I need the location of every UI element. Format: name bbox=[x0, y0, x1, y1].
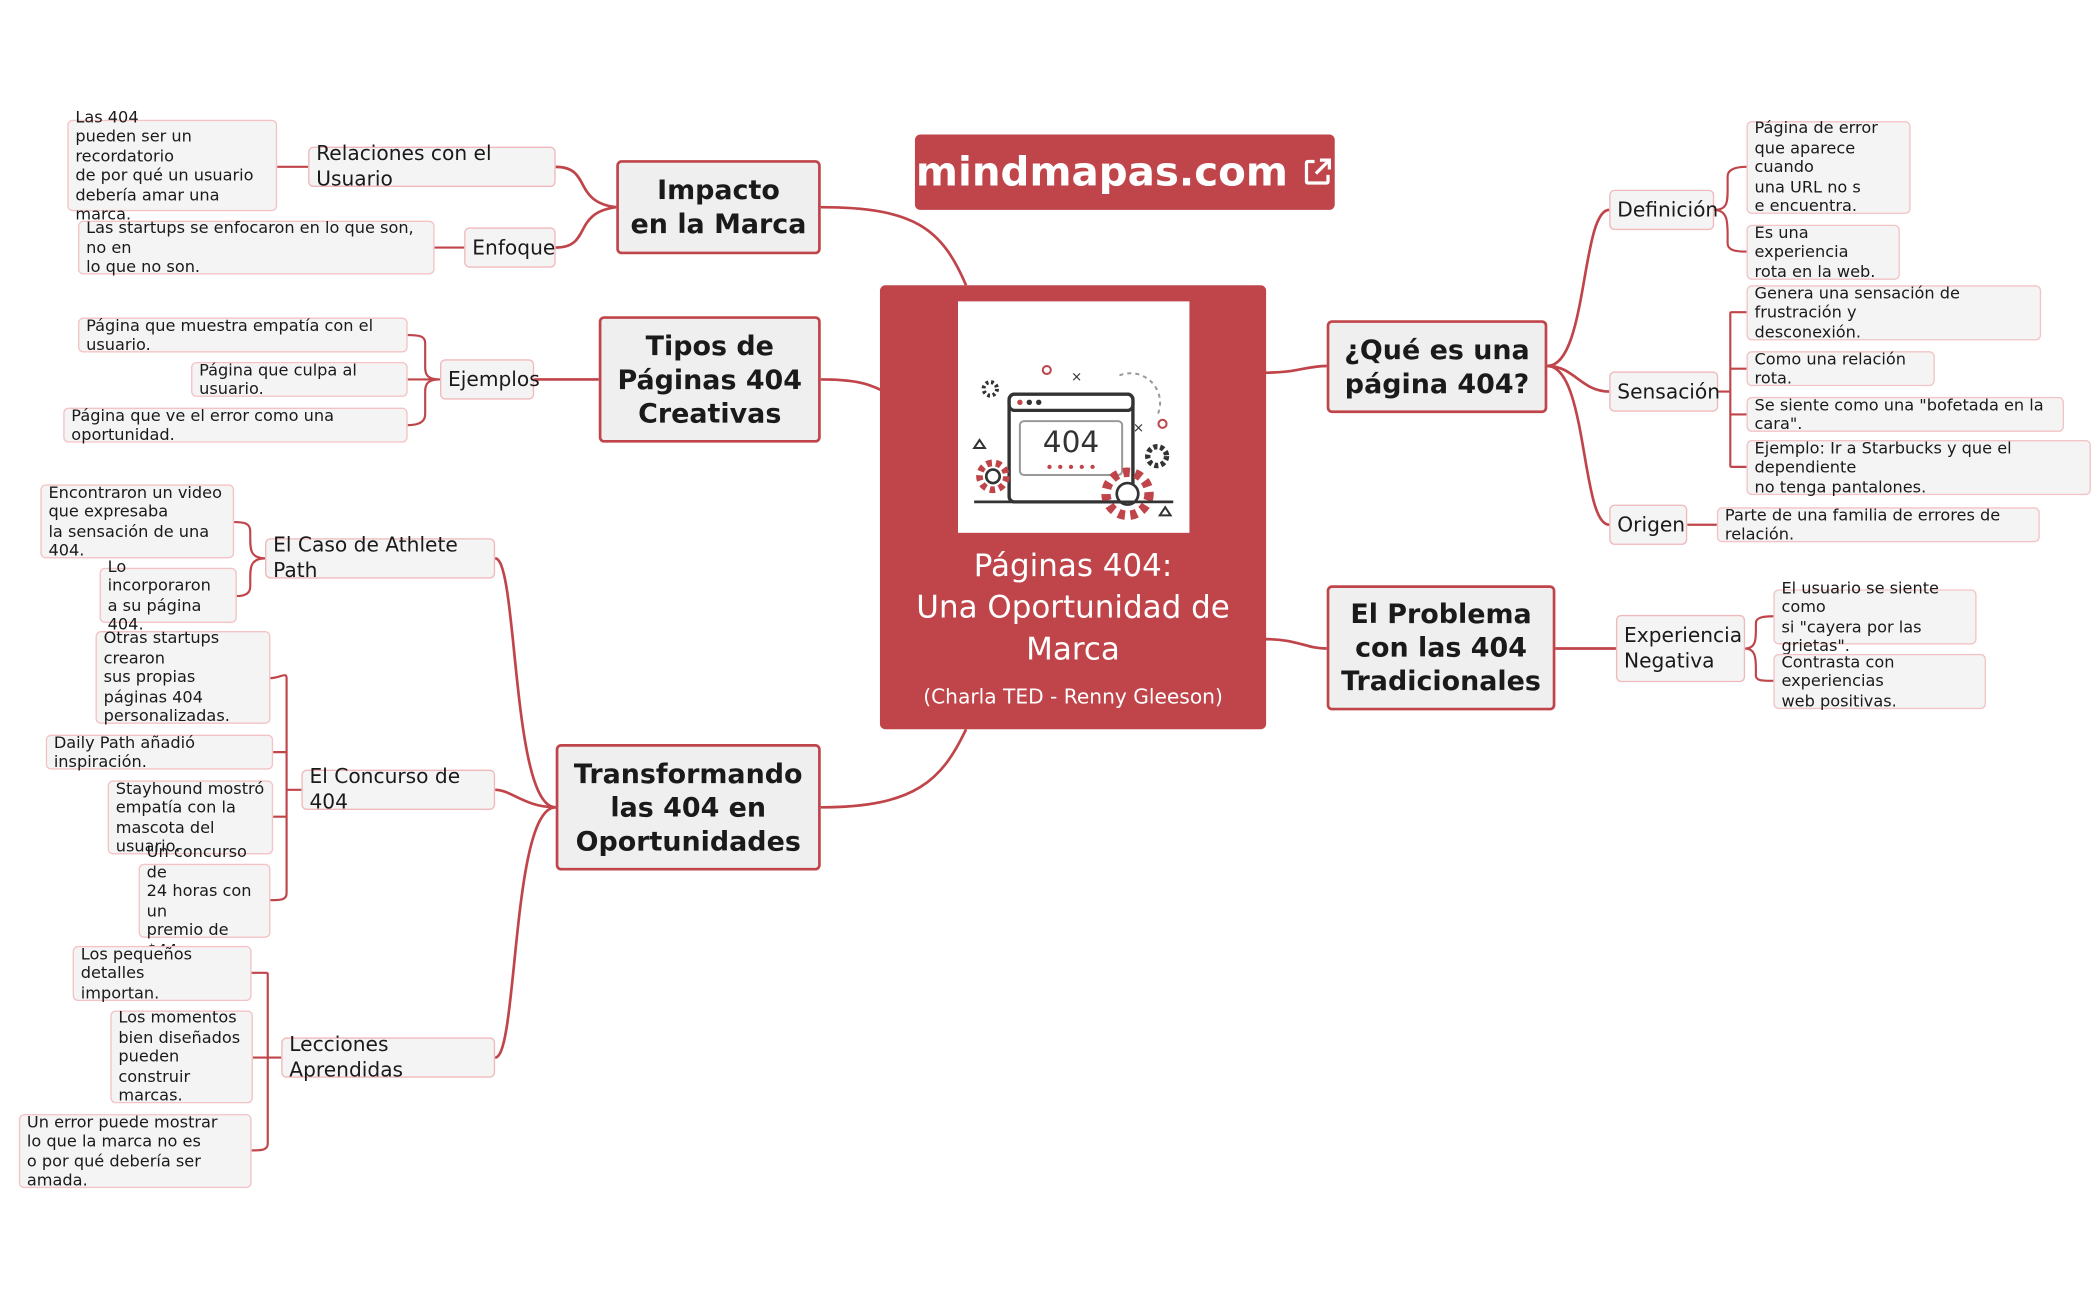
topic-tipos[interactable]: Tipos de Páginas 404 Creativas bbox=[598, 316, 821, 443]
link-concurso-leaves bbox=[270, 674, 302, 902]
topic-que-es[interactable]: ¿Qué es una página 404? bbox=[1326, 320, 1548, 414]
leaf-enfoque[interactable]: Las startups se enfocaron en lo que son,… bbox=[78, 218, 435, 276]
link-definicion-leaves bbox=[1714, 165, 1747, 253]
topic-problema[interactable]: El Problema con las 404 Tradicionales bbox=[1326, 585, 1556, 711]
leaf-origen[interactable]: Parte de una familia de errores de relac… bbox=[1716, 505, 2040, 544]
link-ejemplos-leaves bbox=[407, 333, 441, 427]
subtopic-sensacion[interactable]: Sensación bbox=[1609, 371, 1720, 412]
leaf-concurso-2[interactable]: Daily Path añadió inspiración. bbox=[45, 733, 274, 771]
leaf-ejemplo-2[interactable]: Página que culpa al usuario. bbox=[191, 360, 408, 398]
link-sensacion-leaves bbox=[1718, 311, 1747, 468]
link-impacto-relaciones bbox=[555, 165, 617, 209]
subtopic-lecciones[interactable]: Lecciones Aprendidas bbox=[281, 1032, 496, 1082]
link-transformando-athlete bbox=[494, 557, 556, 809]
leaf-lecciones-3[interactable]: Un error puede mostrar lo que la marca n… bbox=[18, 1112, 252, 1189]
leaf-lecciones-1[interactable]: Los pequeños detalles importan. bbox=[72, 944, 252, 1002]
brand-banner[interactable]: mindmapas.com bbox=[914, 134, 1335, 210]
leaf-athlete-2[interactable]: Lo incorporaron a su página 404. bbox=[99, 556, 237, 634]
browser-window-404-icon: 404 × × bbox=[957, 301, 1190, 533]
subtopic-athlete[interactable]: El Caso de Athlete Path bbox=[265, 533, 496, 583]
leaf-sensacion-1[interactable]: Genera una sensación de frustración y de… bbox=[1746, 284, 2042, 341]
subtopic-enfoque[interactable]: Enfoque bbox=[464, 227, 556, 268]
link-center-queesuna bbox=[1264, 364, 1327, 375]
topic-impacto[interactable]: Impacto en la Marca bbox=[616, 160, 821, 255]
link-center-impacto bbox=[820, 205, 968, 286]
leaf-definicion-1[interactable]: Página de error que aparece cuando una U… bbox=[1746, 119, 1911, 216]
central-title: Páginas 404: Una Oportunidad de Marca bbox=[916, 548, 1230, 668]
subtopic-ejemplos[interactable]: Ejemplos bbox=[439, 359, 540, 400]
leaf-definicion-2[interactable]: Es una experiencia rota en la web. bbox=[1746, 223, 1900, 281]
svg-text:×: × bbox=[1133, 421, 1144, 436]
leaf-experiencia-2[interactable]: Contrasta con experiencias web positivas… bbox=[1773, 652, 1986, 710]
subtopic-experiencia[interactable]: Experiencia Negativa bbox=[1615, 614, 1746, 683]
leaf-concurso-1[interactable]: Otras startups crearon sus propias págin… bbox=[95, 629, 271, 726]
leaf-ejemplo-1[interactable]: Página que muestra empatía con el usuari… bbox=[78, 316, 408, 354]
subtopic-origen[interactable]: Origen bbox=[1609, 504, 1688, 545]
central-subtitle: (Charla TED - Renny Gleeson) bbox=[923, 684, 1223, 710]
leaf-lecciones-2[interactable]: Los momentos bien diseñados pueden const… bbox=[110, 1008, 253, 1105]
leaf-concurso-4[interactable]: Un concurso de 24 horas con un premio de… bbox=[138, 842, 271, 959]
subtopic-definicion[interactable]: Definición bbox=[1609, 189, 1718, 231]
link-athlete-leaves bbox=[234, 520, 266, 598]
link-experiencia-leaves bbox=[1745, 615, 1774, 682]
leaf-ejemplo-3[interactable]: Página que ve el error como una oportuni… bbox=[63, 406, 408, 444]
topic-transformando[interactable]: Transformando las 404 en Oportunidades bbox=[555, 744, 821, 871]
link-transformando-concurso bbox=[495, 788, 556, 809]
subtopic-relaciones[interactable]: Relaciones con el Usuario bbox=[308, 141, 556, 191]
leaf-relaciones[interactable]: Las 404 pueden ser un recordatorio de po… bbox=[67, 107, 278, 223]
brand-text: mindmapas.com bbox=[915, 148, 1288, 196]
link-lecciones-leaves bbox=[251, 971, 282, 1152]
link-impacto-enfoque bbox=[555, 205, 617, 249]
svg-text:×: × bbox=[1071, 370, 1082, 385]
leaf-sensacion-2[interactable]: Como una relación rota. bbox=[1746, 349, 1935, 388]
link-center-tipos bbox=[820, 378, 882, 392]
link-center-problema bbox=[1264, 637, 1327, 650]
leaf-sensacion-4[interactable]: Ejemplo: Ir a Starbucks y que el dependi… bbox=[1746, 438, 2091, 496]
central-topic[interactable]: 404 × × Páginas 404: Una Oportunidad de … bbox=[879, 285, 1267, 730]
leaf-sensacion-3[interactable]: Se siente como una "bofetada en la cara"… bbox=[1746, 395, 2064, 433]
link-queesuna-definicion bbox=[1547, 208, 1610, 368]
link-transformando-lecciones bbox=[494, 805, 556, 1059]
leaf-experiencia-1[interactable]: El usuario se siente como si "cayera por… bbox=[1773, 578, 1977, 655]
svg-text:404: 404 bbox=[1043, 425, 1100, 459]
external-link-icon bbox=[1305, 158, 1332, 185]
leaf-concurso-3[interactable]: Stayhound mostró empatía con la mascota … bbox=[107, 778, 274, 856]
leaf-athlete-1[interactable]: Encontraron un video que expresaba la se… bbox=[40, 482, 235, 560]
subtopic-concurso[interactable]: El Concurso de 404 bbox=[301, 764, 496, 814]
link-center-transformando bbox=[820, 728, 968, 809]
link-queesuna-origen bbox=[1547, 364, 1610, 527]
